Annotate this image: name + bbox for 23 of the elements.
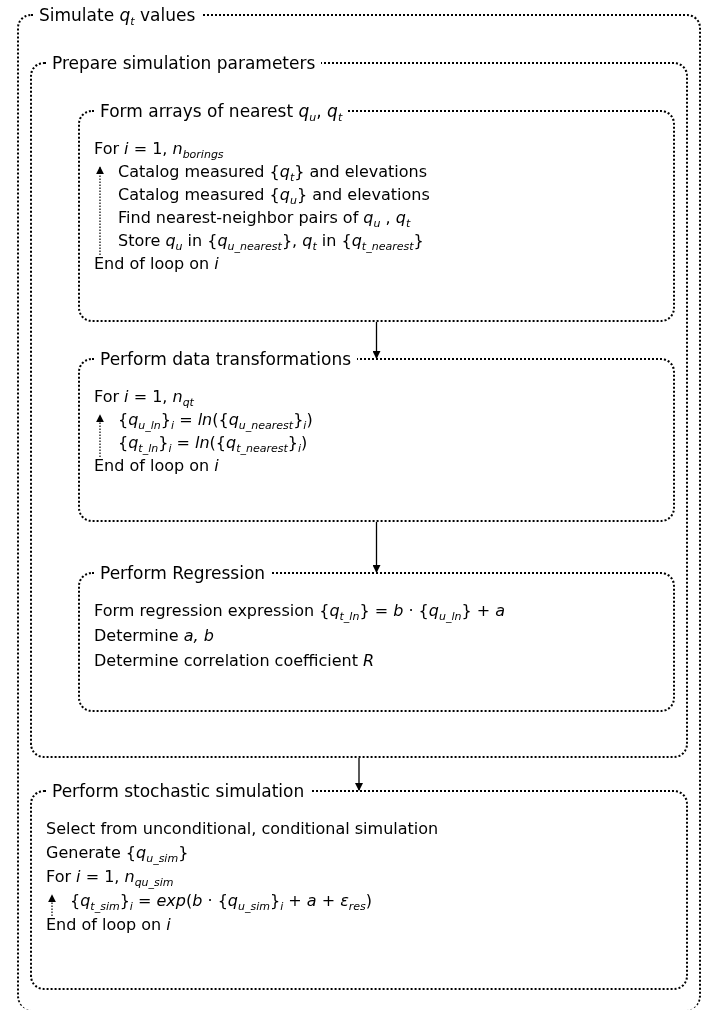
arrow — [355, 757, 363, 791]
pseudo-code-line: {q$_{t_ln}$}$_{i}$ = ln({q$_{t_nearest}$}$_{i}$) — [118, 432, 308, 458]
section-heading: Perform Regression — [94, 562, 272, 584]
pseudo-code-line: Generate {q$_{u_sim}$} — [46, 842, 189, 868]
pseudo-code-line: {q$_{u_ln}$}$_{i}$ = ln({q$_{u_nearest}$}$_{i}$) — [118, 409, 313, 435]
pseudo-code-line: Catalog measured {q$_{u}$} and elevations — [118, 184, 430, 210]
pseudo-code-line: Form regression expression {q$_{t_ln}$} = b · {q$_{u_ln}$} + a — [94, 600, 505, 626]
pseudo-code-line: Store q$_{u}$ in {q$_{u_nearest}$}, q$_{t}$ in {q$_{t_nearest}$} — [118, 230, 424, 256]
pseudo-code-line: Select from unconditional, conditional simulation — [46, 818, 439, 840]
pseudo-code-line: Determine correlation coefficient R — [94, 650, 375, 672]
pseudo-code-line: End of loop on i — [94, 455, 219, 477]
pseudo-code-line: Catalog measured {q$_{t}$} and elevations — [118, 161, 428, 187]
pseudo-code-line: End of loop on i — [94, 253, 219, 275]
pseudo-code-line: For i = 1, n$_{qt}$ — [94, 386, 194, 412]
arrow — [372, 521, 381, 573]
pseudo-code-line: End of loop on i — [46, 914, 171, 936]
arrow — [372, 321, 381, 359]
section-heading: Prepare simulation parameters — [46, 52, 322, 74]
pseudo-code-line: For i = 1, n$_{borings}$ — [94, 138, 224, 164]
pseudo-code-line: Find nearest-neighbor pairs of q$_{u}$ , q$_{t}$ — [118, 207, 411, 233]
pseudo-code-line: {q$_{t_sim}$}$_{i}$ = exp(b · {q$_{u_sim}$}$_{i}$ + a + ε$_{res}$) — [70, 890, 373, 916]
pseudo-code-line: For i = 1, n$_{qu_sim}$ — [46, 866, 174, 892]
pseudo-code-line: Determine a, b — [94, 625, 214, 647]
